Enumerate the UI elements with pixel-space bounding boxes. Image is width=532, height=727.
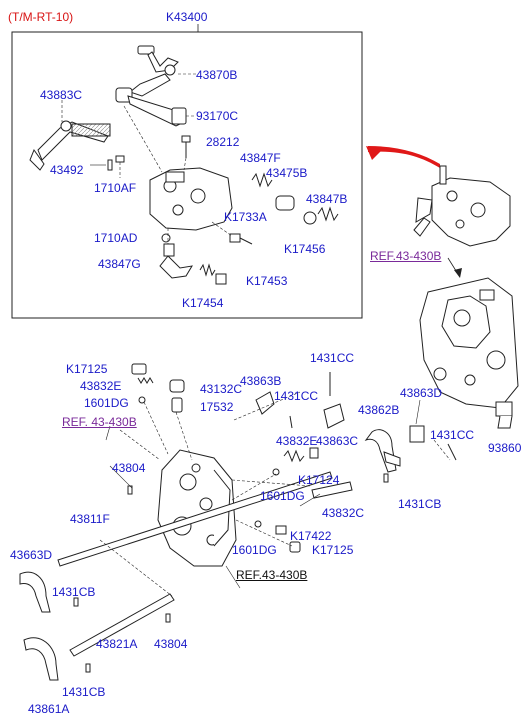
- diagram-code: (T/M-RT-10): [8, 10, 74, 24]
- part-label[interactable]: 93170C: [196, 109, 239, 123]
- part-label[interactable]: 1431CC: [274, 389, 319, 403]
- spring-43832e-top: [137, 377, 154, 384]
- washer-k17456: [303, 211, 317, 225]
- shift-lever-43870b: [128, 45, 179, 97]
- assembly-frame: [11, 31, 363, 319]
- part-label[interactable]: K17453: [246, 274, 288, 288]
- spring-43847f: [251, 172, 273, 188]
- part-label[interactable]: 43861A: [28, 702, 70, 716]
- part-label[interactable]: 43847B: [306, 192, 348, 206]
- shaft-43832c: [311, 481, 353, 499]
- reference-arrow: [368, 146, 440, 168]
- part-label[interactable]: K1733A: [224, 210, 267, 224]
- part-label[interactable]: 1710AF: [94, 181, 137, 195]
- part-label[interactable]: 43804: [154, 637, 188, 651]
- part-label[interactable]: K17125: [312, 543, 354, 557]
- spring-43832e-lower: [283, 449, 305, 463]
- part-label[interactable]: 43132C: [200, 382, 243, 396]
- part-label[interactable]: 1601DG: [260, 489, 305, 503]
- part-label[interactable]: 1710AD: [94, 231, 138, 245]
- lug-43863b: [255, 391, 275, 415]
- fork-43862b: [364, 429, 401, 473]
- reference-link-bottom[interactable]: REF.43-430B: [236, 568, 308, 582]
- part-label[interactable]: 1431CC: [430, 428, 475, 442]
- part-label[interactable]: 1431CC: [310, 351, 355, 365]
- plug-k17124: [309, 447, 319, 459]
- lug-43863c: [323, 403, 345, 429]
- part-label[interactable]: K17422: [290, 529, 332, 543]
- part-label[interactable]: 1601DG: [84, 396, 129, 410]
- part-label[interactable]: 43883C: [40, 88, 83, 102]
- part-label[interactable]: 93860: [488, 441, 522, 455]
- shaft-43821a: [69, 593, 175, 657]
- lever-43883c: [29, 120, 111, 171]
- part-label[interactable]: 43863B: [240, 374, 282, 388]
- part-label[interactable]: 43832C: [322, 506, 365, 520]
- part-label[interactable]: 43492: [50, 163, 84, 177]
- shaft-93170c: [115, 87, 187, 127]
- part-label[interactable]: 43832E: [80, 379, 122, 393]
- lever-43847g: [159, 243, 193, 279]
- part-label[interactable]: 17532: [200, 400, 234, 414]
- sensor-93860: [495, 401, 513, 429]
- part-label[interactable]: 43862B: [358, 403, 400, 417]
- plug-43132c: [169, 379, 185, 393]
- spring-43847b: [317, 206, 339, 222]
- plug-k17453: [215, 273, 227, 285]
- plug-k17125-bottom: [289, 541, 301, 553]
- part-label[interactable]: 1431CB: [398, 497, 442, 511]
- part-label[interactable]: 43847F: [240, 151, 281, 165]
- part-label[interactable]: 1431CB: [52, 585, 96, 599]
- part-label[interactable]: K17456: [284, 242, 326, 256]
- plug-k17125-top: [131, 363, 147, 375]
- shaft-43811f: [57, 471, 333, 567]
- part-label[interactable]: 28212: [206, 135, 240, 149]
- part-label[interactable]: 43475B: [266, 166, 308, 180]
- part-label[interactable]: 43804: [112, 461, 146, 475]
- part-43863d: [409, 425, 425, 443]
- reference-link-top[interactable]: REF.43-430B: [370, 249, 442, 263]
- part-label[interactable]: 1431CB: [62, 685, 106, 699]
- assembly-label: K43400: [166, 10, 208, 24]
- part-label[interactable]: K17124: [298, 473, 340, 487]
- part-label[interactable]: 43847G: [98, 257, 141, 271]
- part-label[interactable]: K17454: [182, 296, 224, 310]
- part-label[interactable]: 43811F: [70, 512, 110, 526]
- part-label[interactable]: 43863C: [316, 434, 359, 448]
- plug-k17422: [275, 525, 287, 535]
- part-label[interactable]: K17125: [66, 362, 108, 376]
- reference-link-mid[interactable]: REF. 43-430B: [62, 415, 137, 429]
- part-label[interactable]: 43663D: [10, 548, 53, 562]
- bush-17532: [171, 397, 183, 413]
- assembled-view: [413, 165, 511, 247]
- part-label[interactable]: 43870B: [196, 68, 238, 82]
- spring-k17454: [199, 263, 216, 277]
- part-label[interactable]: 43821A: [96, 637, 138, 651]
- fork-43663d: [19, 571, 51, 613]
- bolt-k1733a: [229, 233, 253, 245]
- plug-43475b: [275, 195, 295, 211]
- bolt-28212: [181, 135, 191, 158]
- part-label[interactable]: 43832E: [276, 434, 318, 448]
- transmission-case-right: [419, 277, 519, 409]
- fork-43861a: [23, 637, 59, 681]
- part-label[interactable]: 43863D: [400, 386, 443, 400]
- part-label[interactable]: 1601DG: [232, 543, 277, 557]
- control-housing: [149, 167, 233, 231]
